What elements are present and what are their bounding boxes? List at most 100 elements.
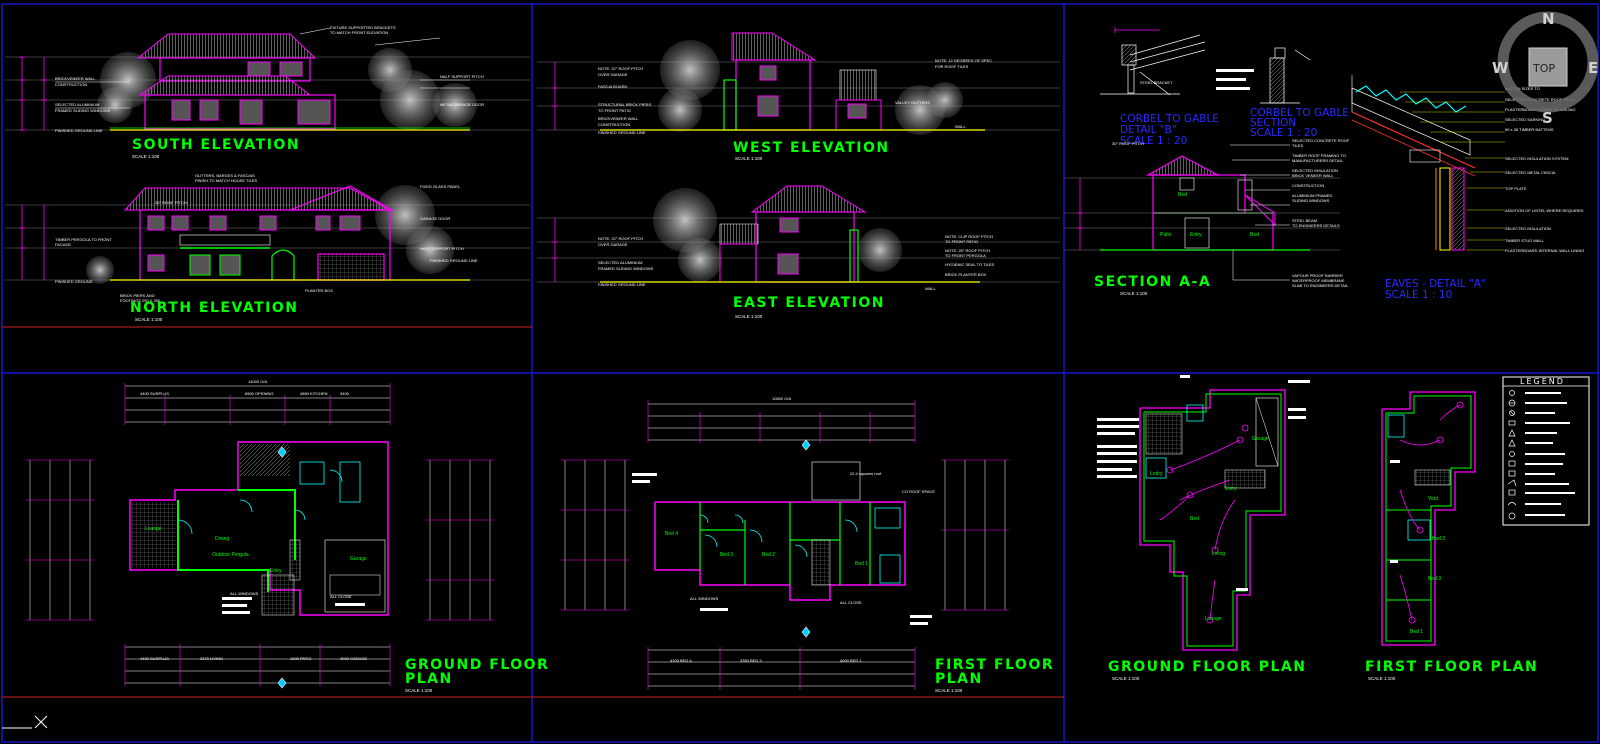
svg-text:OVER GARAGE: OVER GARAGE: [598, 72, 628, 77]
svg-text:6500 OPENING: 6500 OPENING: [245, 391, 273, 396]
svg-text:Lounge: Lounge: [1205, 616, 1222, 622]
svg-text:ALUMINIUM FRAMED: ALUMINIUM FRAMED: [1292, 193, 1333, 198]
svg-text:FASCIA BOARD: FASCIA BOARD: [598, 84, 627, 89]
east-elevation-notes: NOTE: 22° ROOF PITCH OVER GARAGE SELECTE…: [598, 234, 995, 291]
corbel-c-title-1: CORBEL TO GABLE: [1250, 107, 1349, 119]
svg-text:Entry: Entry: [1225, 486, 1237, 492]
svg-text:CO ROOF SPACE: CO ROOF SPACE: [902, 489, 935, 494]
svg-text:FRAMED SLIDING WINDOWS: FRAMED SLIDING WINDOWS: [55, 108, 111, 113]
svg-text:Bed 2: Bed 2: [1432, 536, 1445, 542]
svg-text:WALL: WALL: [925, 286, 937, 291]
svg-text:TIMBER ROOF FRAMING TO: TIMBER ROOF FRAMING TO: [1292, 153, 1346, 158]
svg-text:FIXTURE SUPPORTED BRACKETS: FIXTURE SUPPORTED BRACKETS: [330, 25, 396, 30]
svg-text:Entry: Entry: [1190, 232, 1202, 238]
svg-text:Void: Void: [1428, 496, 1438, 502]
svg-text:Bed: Bed: [1190, 516, 1199, 522]
svg-text:4000 GARAGE: 4000 GARAGE: [340, 656, 367, 661]
svg-text:SELECTED ALUMINIUM: SELECTED ALUMINIUM: [598, 260, 642, 265]
svg-text:SCALE 1:100: SCALE 1:100: [405, 688, 433, 693]
svg-text:TILES: TILES: [1292, 143, 1303, 148]
svg-text:25° ROOF PITCH: 25° ROOF PITCH: [155, 200, 187, 205]
svg-text:Entry: Entry: [270, 568, 282, 574]
svg-text:SCALE 1:100: SCALE 1:100: [1120, 291, 1148, 296]
first-floor-plan-elec-title: FIRST FLOOR PLAN: [1365, 659, 1538, 675]
svg-text:Outdoor Pergola: Outdoor Pergola: [212, 552, 249, 558]
svg-text:BRICKVENEER WALL: BRICKVENEER WALL: [598, 116, 639, 121]
svg-text:FINISHED GROUND: FINISHED GROUND: [55, 279, 93, 284]
corbel-b-title-1: CORBEL TO GABLE: [1120, 113, 1219, 125]
svg-text:SELECTED ALUMINIUM: SELECTED ALUMINIUM: [55, 102, 99, 107]
svg-text:HALF SUPPORT PITCH: HALF SUPPORT PITCH: [440, 74, 484, 79]
west-elevation-title: WEST ELEVATION: [733, 140, 890, 156]
svg-text:ALL CLOSE: ALL CLOSE: [330, 594, 352, 599]
viewcube-north[interactable]: N: [1542, 10, 1555, 28]
svg-text:SLAB TO ENGINEERS DETAIL: SLAB TO ENGINEERS DETAIL: [1292, 283, 1349, 288]
first-plan-dim-labels: 10650 O/A 22.4 squares roof CO ROOF SPAC…: [670, 396, 935, 663]
svg-text:SELECTED METAL FASCIA: SELECTED METAL FASCIA: [1505, 170, 1556, 175]
svg-text:Dining: Dining: [215, 536, 229, 542]
svg-text:ALL WINDOWS: ALL WINDOWS: [230, 591, 259, 596]
corbel-c-title-2: SECTION: [1250, 117, 1296, 129]
svg-text:METAL GARAGE DOOR: METAL GARAGE DOOR: [440, 102, 484, 107]
svg-text:HYGIENIC SEAL TO TILES: HYGIENIC SEAL TO TILES: [945, 262, 995, 267]
svg-text:BRICK PIERS AND: BRICK PIERS AND: [120, 293, 155, 298]
viewcube-south[interactable]: S: [1542, 109, 1553, 127]
svg-text:STRUCTURAL BRICK PIERS: STRUCTURAL BRICK PIERS: [598, 102, 652, 107]
svg-text:TO FRONT PATIO: TO FRONT PATIO: [598, 108, 631, 113]
viewcube-west[interactable]: W: [1492, 59, 1509, 77]
svg-text:GUTTERS, BARGES & FASCIAS: GUTTERS, BARGES & FASCIAS: [195, 173, 255, 178]
svg-text:SCALE 1:100: SCALE 1:100: [935, 688, 963, 693]
svg-text:3350 BED 3: 3350 BED 3: [740, 658, 762, 663]
svg-text:STEEL BRACKET: STEEL BRACKET: [1140, 80, 1173, 85]
corbel-details[interactable]: STEEL BRACKET CORBEL TO GABLE DETAIL "B"…: [1100, 27, 1349, 147]
viewcube-icon[interactable]: TOP N W E S: [1492, 10, 1599, 127]
svg-text:SCALE 1:100: SCALE 1:100: [735, 156, 763, 161]
svg-text:30° ROOF PITCH: 30° ROOF PITCH: [1112, 141, 1144, 146]
north-elevation[interactable]: GUTTERS, BARGES & FASCIAS FINISH TO MATC…: [5, 173, 530, 322]
south-elevation[interactable]: FIXTURE SUPPORTED BRACKETS TO MATCH FRON…: [5, 25, 530, 159]
eaves-detail-title-2: SCALE 1 : 10: [1385, 289, 1452, 301]
svg-text:NOTE: 22° ROOF PITCH: NOTE: 22° ROOF PITCH: [598, 66, 643, 71]
svg-text:Living: Living: [1212, 551, 1225, 557]
svg-text:10650 O/A: 10650 O/A: [772, 396, 791, 401]
svg-text:4400 SURPLUS: 4400 SURPLUS: [140, 656, 169, 661]
svg-text:Bed 3: Bed 3: [720, 552, 733, 558]
svg-text:SCALE 1:100: SCALE 1:100: [1368, 676, 1396, 681]
svg-text:TIMBER PERGOLA TO FRONT: TIMBER PERGOLA TO FRONT: [55, 237, 112, 242]
layout-red-lines: [2, 326, 1064, 698]
svg-text:FINISH TO MATCH HOUSE TILES: FINISH TO MATCH HOUSE TILES: [195, 178, 257, 183]
viewcube-east[interactable]: E: [1588, 59, 1598, 77]
svg-text:SCALE 1:100: SCALE 1:100: [135, 317, 163, 322]
svg-text:NOTE: 12 DEGREES OF SPEC: NOTE: 12 DEGREES OF SPEC: [935, 58, 992, 63]
west-elevation[interactable]: NOTE: 22° ROOF PITCH OVER GARAGE FASCIA …: [537, 32, 1060, 161]
eaves-detail-a[interactable]: BATTEN SIZES TO SELECTED CONCRETE ROOF T…: [1351, 75, 1584, 301]
section-a-a-title: SECTION A-A: [1094, 274, 1211, 290]
svg-text:TO MATCH FRONT ELEVATION: TO MATCH FRONT ELEVATION: [330, 30, 388, 35]
north-elevation-notes: GUTTERS, BARGES & FASCIAS FINISH TO MATC…: [55, 173, 478, 303]
legend[interactable]: LEGEND: [1502, 376, 1590, 526]
svg-text:SELECTED INSULATION: SELECTED INSULATION: [1505, 226, 1551, 231]
viewcube-top-face[interactable]: TOP: [1532, 62, 1555, 75]
svg-text:TO ENGINEERS DETAILS: TO ENGINEERS DETAILS: [1292, 223, 1340, 228]
ground-floor-plan-title-2: PLAN: [405, 671, 453, 687]
west-elevation-notes: NOTE: 22° ROOF PITCH OVER GARAGE FASCIA …: [598, 58, 992, 135]
svg-text:NOTE: 25° ROOF PITCH: NOTE: 25° ROOF PITCH: [945, 248, 990, 253]
svg-text:SELECTED INSULATION: SELECTED INSULATION: [1292, 168, 1338, 173]
svg-text:FOR ROOF TILES: FOR ROOF TILES: [935, 64, 969, 69]
south-elevation-notes: FIXTURE SUPPORTED BRACKETS TO MATCH FRON…: [55, 25, 484, 133]
svg-text:CONSTRUCTION: CONSTRUCTION: [1292, 183, 1324, 188]
svg-text:ALL CLOSE: ALL CLOSE: [840, 600, 862, 605]
svg-text:VALLEY GUTTERS: VALLEY GUTTERS: [895, 100, 930, 105]
ground-floor-plan-title-1: GROUND FLOOR: [405, 657, 549, 673]
svg-text:90 x 35 TIMBER BATTENS: 90 x 35 TIMBER BATTENS: [1505, 127, 1554, 132]
east-elevation[interactable]: NOTE: 22° ROOF PITCH OVER GARAGE SELECTE…: [537, 185, 1060, 319]
viewport-borders: [1, 3, 1599, 743]
svg-text:Bed 2: Bed 2: [762, 552, 775, 558]
